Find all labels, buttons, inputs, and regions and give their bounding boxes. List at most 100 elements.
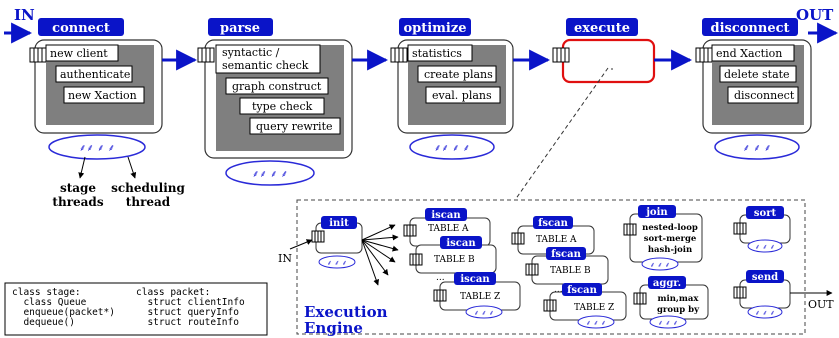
step-label: eval. plans xyxy=(432,89,492,102)
stage-parse: parse syntactic / semantic check graph c… xyxy=(197,18,353,186)
stage-title-box xyxy=(208,18,273,36)
queue-icon xyxy=(543,299,557,312)
queue-icon xyxy=(525,263,539,276)
class-definitions-box xyxy=(4,282,268,336)
step-label: syntactic / xyxy=(222,46,280,59)
module-send: send ⸙ ⸙ ⸙ xyxy=(733,270,791,319)
step-label: authenticate xyxy=(60,68,130,81)
table-ellipsis: ... xyxy=(554,285,563,295)
queue-icon xyxy=(733,222,747,235)
table-ellipsis: ... xyxy=(436,273,445,283)
stage-title-box xyxy=(566,18,638,36)
thread-squiggles-icon: ⸙ ⸙ ⸙ xyxy=(743,143,772,154)
module-title: sort xyxy=(754,208,777,219)
init-fanout-arrows xyxy=(361,224,399,286)
stage-optimize: optimize statistics create plans eval. p… xyxy=(390,18,514,160)
queue-icon xyxy=(197,47,215,63)
code-line: class packet: xyxy=(136,287,210,298)
scheduling-thread-label: thread xyxy=(126,195,171,209)
queue-icon xyxy=(633,292,647,305)
queue-icon xyxy=(433,289,447,302)
module-title: iscan xyxy=(460,274,490,285)
code-line: class stage: xyxy=(12,287,81,298)
module-title: join xyxy=(645,207,668,218)
engine-title: Engine xyxy=(304,319,363,337)
stage-title-box xyxy=(399,18,471,36)
step-label: create plans xyxy=(424,68,493,81)
thread-squiggles-icon: ⸙⸙ ⸙ ⸙ xyxy=(434,143,470,154)
stage-connect: connect new client authenticate new Xact… xyxy=(29,18,163,160)
thread-pool-ellipse xyxy=(48,134,146,160)
thread-squiggles-icon: ⸙ ⸙ ⸙ xyxy=(474,309,494,317)
step-label: new client xyxy=(50,47,108,60)
in-label: IN xyxy=(14,6,35,24)
stage-title-box xyxy=(702,18,798,36)
module-aggr: aggr. min,max group by ⸙ ⸙ ⸙ xyxy=(633,276,709,329)
module-title: init xyxy=(329,218,349,229)
queue-icon xyxy=(403,224,417,237)
thread-squiggles-icon: ⸙ ⸙ ⸙ xyxy=(658,319,678,327)
engine-in-arrow xyxy=(289,239,313,250)
thread-squiggles-icon: ⸙⸙ ⸙ ⸙ xyxy=(252,169,288,180)
step-label: query rewrite xyxy=(256,120,333,133)
code-left: class stage: class Queue enqueue(packet*… xyxy=(12,287,115,328)
module-init: init ⸙ ⸙ ⸙ xyxy=(311,216,363,269)
join-method: nested-loop xyxy=(642,223,698,233)
step-label: delete state xyxy=(724,68,790,81)
table-label: TABLE B xyxy=(550,266,591,276)
stage-execute: execute xyxy=(552,18,656,84)
thread-squiggles-icon: ⸙ ⸙ ⸙ xyxy=(650,261,670,269)
stage-title-box xyxy=(38,18,124,36)
code-line: dequeue() xyxy=(12,317,75,328)
table-label: TABLE Z xyxy=(460,292,500,302)
execution-engine-box xyxy=(296,199,806,335)
code-line: struct routeInfo xyxy=(136,317,239,328)
stage-title: optimize xyxy=(403,21,466,36)
thread-squiggles-icon: ⸙ ⸙ ⸙ xyxy=(755,309,775,317)
module-fscan: fscan TABLE A fscan TABLE B ... fscan TA… xyxy=(511,216,627,329)
module-title: fscan xyxy=(567,285,598,296)
thread-squiggles-icon: ⸙ ⸙ ⸙ xyxy=(586,319,606,327)
aggr-function: min,max xyxy=(658,294,700,304)
module-title: iscan xyxy=(431,210,461,221)
join-method: sort-merge xyxy=(644,234,697,244)
table-label: TABLE B xyxy=(434,255,475,265)
queue-icon xyxy=(390,47,408,63)
step-label: semantic check xyxy=(222,59,309,72)
code-right: class packet: struct clientInfo struct q… xyxy=(136,287,245,328)
module-title: aggr. xyxy=(653,278,681,289)
module-join: join nested-loop sort-merge hash-join ⸙ … xyxy=(623,205,703,271)
queue-icon xyxy=(511,232,525,245)
step-label: statistics xyxy=(412,47,462,60)
thread-pool-ellipse xyxy=(409,134,495,160)
queue-icon xyxy=(733,286,747,299)
stage-disconnect: disconnect end Xaction delete state disc… xyxy=(695,18,812,160)
queue-icon xyxy=(311,230,325,243)
step-label: graph construct xyxy=(232,80,322,93)
out-label: OUT xyxy=(796,6,834,24)
code-line: class Queue xyxy=(12,297,87,308)
module-title: fscan xyxy=(551,249,582,260)
queue-icon xyxy=(623,223,637,236)
thread-squiggles-icon: ⸙ ⸙ ⸙ xyxy=(327,259,347,267)
engine-title: Execution xyxy=(304,303,388,321)
table-label: TABLE A xyxy=(428,224,469,234)
module-sort: sort ⸙ ⸙ ⸙ xyxy=(733,206,791,253)
stage-title: parse xyxy=(220,21,260,36)
engine-in-label: IN xyxy=(278,252,292,265)
stage-title: disconnect xyxy=(710,21,789,36)
thread-pool-ellipse xyxy=(714,134,800,160)
code-line: struct queryInfo xyxy=(136,307,239,318)
queue-icon xyxy=(695,47,713,63)
stage-threads-label: stage xyxy=(60,181,96,195)
table-label: TABLE A xyxy=(536,235,577,245)
module-iscan: iscan TABLE A iscan TABLE B ... iscan TA… xyxy=(403,208,521,319)
stage-threads-label: threads xyxy=(52,195,103,209)
aggr-function: group by xyxy=(657,305,700,315)
step-label: end Xaction xyxy=(716,47,782,60)
thread-squiggles-icon: ⸙⸙ ⸙ ⸙ xyxy=(79,143,115,154)
annotation-arrow xyxy=(78,156,86,179)
code-line: struct clientInfo xyxy=(136,297,245,308)
code-line: enqueue(packet*) xyxy=(12,307,115,318)
